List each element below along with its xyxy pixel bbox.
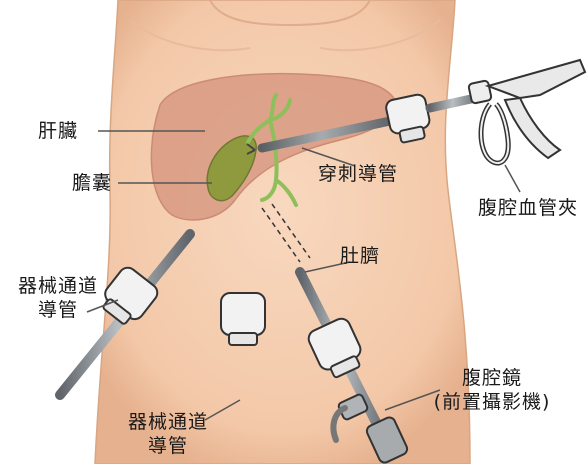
label-laparoscope: 腹腔鏡 (前置攝影機) — [418, 366, 566, 414]
clamp-icon — [468, 60, 585, 163]
label-liver: 肝臟 — [38, 119, 78, 143]
label-line: 導管 — [120, 434, 216, 458]
label-line: 器械通道 — [120, 410, 216, 434]
label-instrument-channel-left: 器械通道 導管 — [12, 274, 104, 322]
label-line: (前置攝影機) — [418, 390, 566, 414]
torso — [95, 0, 470, 464]
label-line: 器械通道 — [12, 274, 104, 298]
label-line: 腹腔鏡 — [418, 366, 566, 390]
label-navel: 肚臍 — [340, 244, 380, 268]
label-gallbladder: 膽囊 — [72, 171, 112, 195]
label-line: 導管 — [12, 298, 104, 322]
label-instrument-channel-center: 器械通道 導管 — [120, 410, 216, 458]
label-puncture-catheter: 穿刺導管 — [318, 162, 398, 186]
label-laparoscopic-clamp: 腹腔血管夾 — [478, 196, 578, 220]
